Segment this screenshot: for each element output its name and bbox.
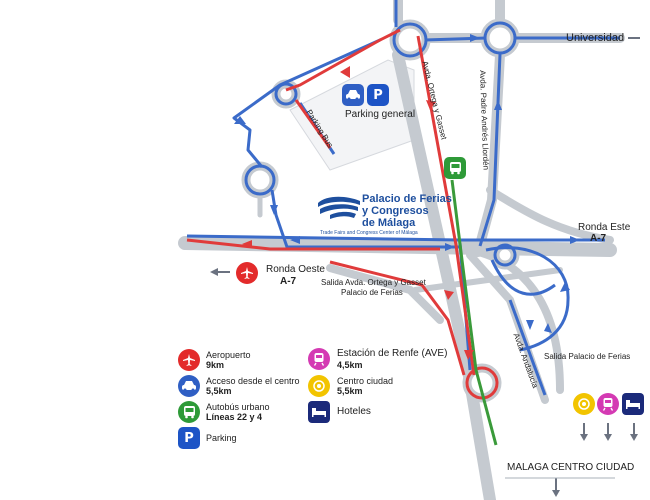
blue-roundabout-rings <box>244 21 517 267</box>
legend-train-detail: 4,5km <box>337 360 363 370</box>
parking-icon: P <box>367 84 389 106</box>
legend-parking-title: Parking <box>206 433 237 443</box>
legend-parking-icon: P <box>178 427 200 449</box>
venue-name-line1: Palacio de Ferias <box>362 193 452 205</box>
direction-arrows <box>218 37 640 492</box>
legend-train-title: Estación de Renfe (AVE) <box>337 348 448 359</box>
ronda-este-road: A-7 <box>590 233 607 244</box>
parking-general-label: Parking general <box>345 109 416 120</box>
salida-palacio-label: Salida Palacio de Ferias <box>544 352 631 361</box>
venue-subtitle: Trade Fairs and Congress Center of Málag… <box>320 230 418 236</box>
legend-center-icon <box>308 375 330 397</box>
legend-airplane-icon <box>178 349 200 371</box>
legend-parking-glyph: P <box>184 430 194 446</box>
venue-name-line3: de Málaga <box>362 217 416 229</box>
car-icon <box>342 84 364 106</box>
blue-arrows <box>234 34 580 333</box>
ronda-oeste-label: Ronda Oeste <box>266 264 325 275</box>
parking-glyph: P <box>373 87 383 103</box>
legend-car-icon <box>178 375 200 397</box>
legend-car-title: Acceso desde el centro <box>206 376 300 386</box>
universidad-label: Universidad <box>566 32 625 44</box>
airplane-icon <box>236 262 258 284</box>
legend-bus-detail: Líneas 22 y 4 <box>206 412 263 422</box>
bed-icon <box>622 393 644 415</box>
salida-ortega-label-2: Palacio de Ferias <box>341 288 403 297</box>
blue-route <box>186 0 620 396</box>
legend-bus-title: Autobús urbano <box>206 402 270 412</box>
venue-name-line2: y Congresos <box>362 205 429 217</box>
legend-airport-title: Aeropuerto <box>206 350 251 360</box>
green-route <box>450 179 498 446</box>
legend-bed-icon <box>308 401 330 423</box>
direction-arrowheads <box>210 268 638 497</box>
salida-ortega-label: Salida Avda. Ortega y Gasset <box>321 278 426 287</box>
red-arrows <box>242 66 474 360</box>
legend-center-title: Centro ciudad <box>337 376 394 386</box>
legend-train-icon <box>308 348 330 370</box>
legend-airport-detail: 9km <box>206 360 225 370</box>
city-center-icon <box>573 393 595 415</box>
legend-hotel-title: Hoteles <box>337 406 371 417</box>
ronda-oeste-road: A-7 <box>280 276 297 287</box>
venue-logo-icon <box>318 196 360 219</box>
bus-icon <box>444 157 466 179</box>
malaga-centro-label: MALAGA CENTRO CIUDAD <box>507 462 635 473</box>
legend-center-detail: 5,5km <box>337 386 363 396</box>
legend-bus-icon <box>178 401 200 423</box>
train-icon <box>597 393 619 415</box>
legend-car-detail: 5,5km <box>206 386 232 396</box>
ronda-este-label: Ronda Este <box>578 222 631 233</box>
